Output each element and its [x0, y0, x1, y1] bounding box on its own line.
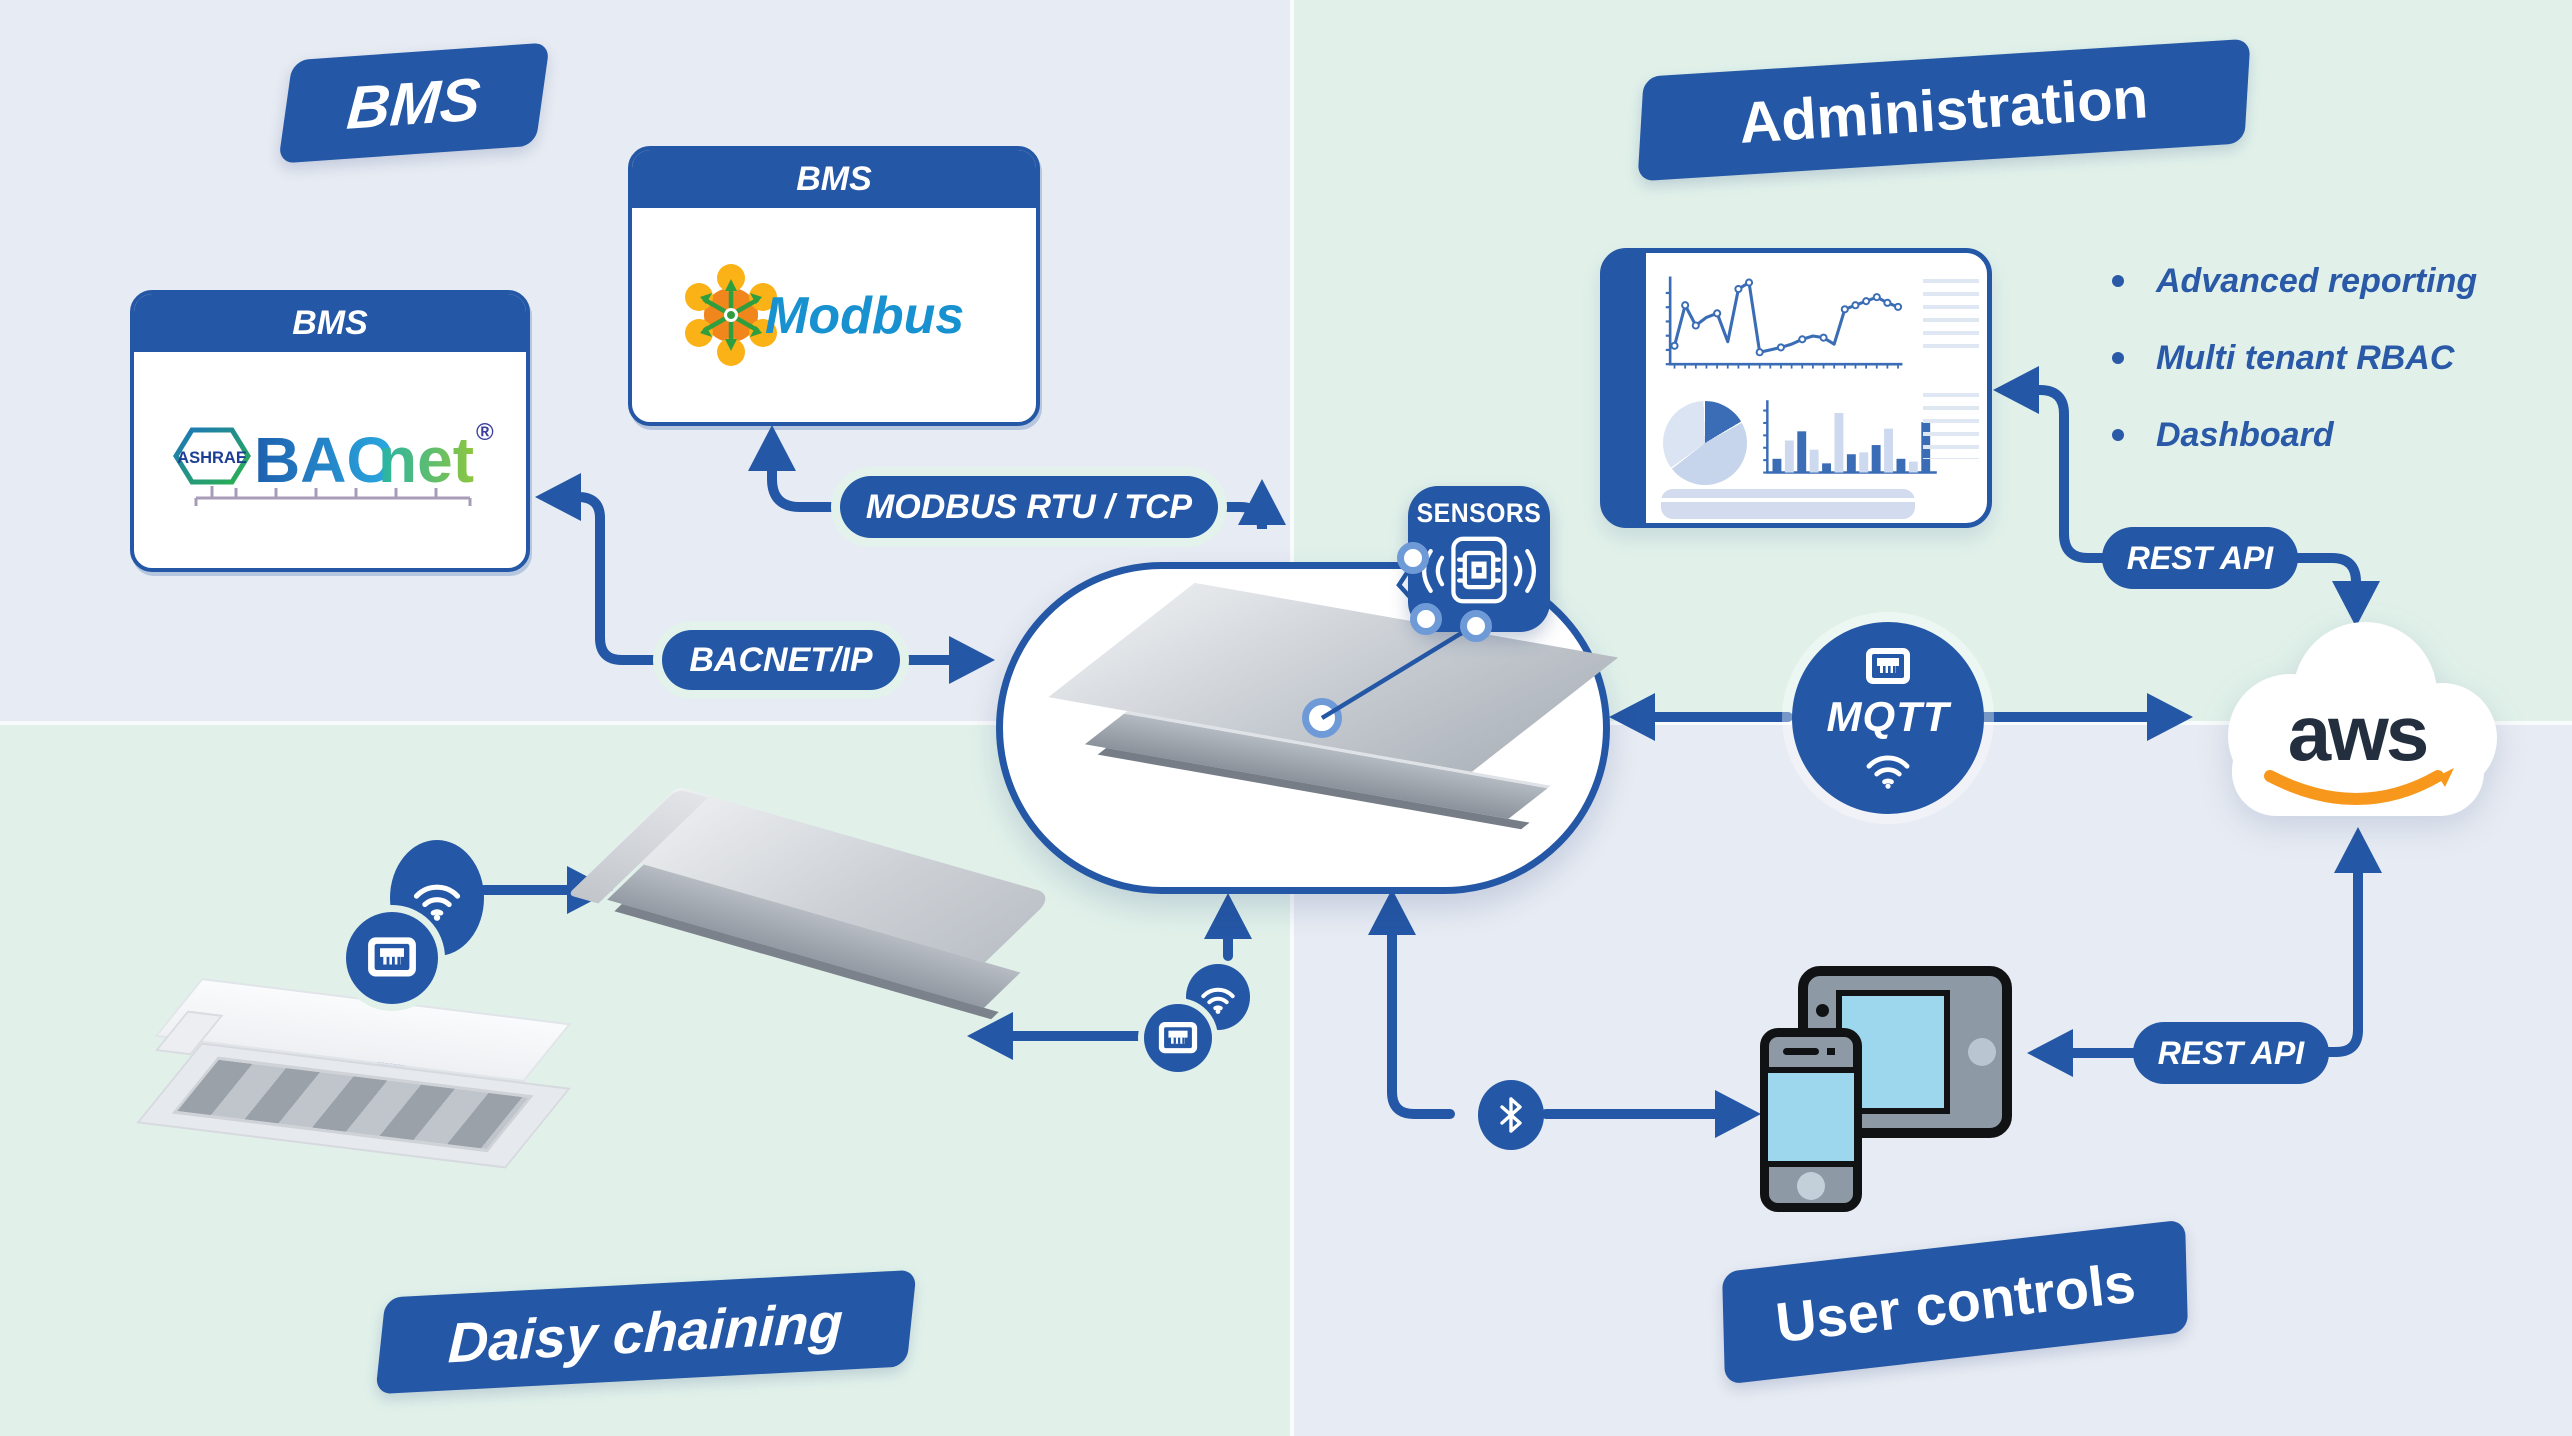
tablet-home-button	[1968, 1038, 1996, 1066]
aws-smile-arrow-tip	[2438, 768, 2454, 787]
sensor-chip-icon	[1421, 536, 1537, 604]
user-controls-banner-label: User controls	[1772, 1250, 2138, 1354]
sensor-callout-node	[1302, 698, 1342, 738]
dashboard-pie-chart	[1663, 401, 1747, 485]
bullet-dot	[2112, 352, 2124, 364]
dashboard-line-chart	[1665, 276, 1903, 369]
rest-api-pill-bottom: REST API	[2133, 1022, 2329, 1084]
bullet-dashboard: Dashboard	[2112, 416, 2477, 455]
ethernet-icon	[368, 937, 416, 977]
phone-home-button	[1797, 1172, 1825, 1200]
sensor-node-2	[1410, 603, 1442, 635]
aws-logo-text: aws	[2288, 689, 2427, 777]
ethernet-node-1	[346, 912, 438, 1004]
bacnet-card-header: BMS	[134, 294, 526, 352]
phone-device	[1760, 1028, 1862, 1212]
administration-banner-label: Administration	[1737, 64, 2151, 156]
bluetooth-icon	[1500, 1097, 1522, 1133]
dashboard-text-placeholder-1	[1923, 279, 1979, 355]
phone-camera-dot	[1827, 1048, 1835, 1055]
arrow-bacnet-pill-to-bacnet-card	[534, 473, 669, 665]
svg-text:®: ®	[476, 419, 494, 446]
svg-text:net: net	[378, 424, 474, 496]
bullet-dot	[2112, 429, 2124, 441]
tablet-camera-dot	[1816, 1004, 1829, 1017]
arrow-restapi-to-aws	[2293, 553, 2381, 628]
bullet-advanced-reporting: Advanced reporting	[2112, 262, 2477, 301]
sensor-node-3	[1460, 610, 1492, 642]
bacnet-ip-pill: BACNET/IP	[662, 630, 900, 690]
ethernet-icon	[1158, 1021, 1198, 1053]
wifi-icon	[413, 884, 461, 921]
dashboard-text-placeholder-2	[1923, 393, 1979, 459]
mqtt-wifi-icon	[1866, 755, 1910, 789]
modbus-card: BMS	[628, 146, 1040, 426]
bullet-dot	[2112, 275, 2124, 287]
bacnet-card-body: ASHRAE BAC net ®	[134, 352, 526, 568]
ethernet-node-2	[1144, 1004, 1212, 1072]
dashboard-table-placeholder	[1661, 489, 1915, 519]
dashboard-card	[1600, 248, 1992, 528]
arrow-restapi-bottom-to-aws	[2324, 826, 2382, 1057]
phone-screen	[1768, 1067, 1854, 1167]
bullet-multi-tenant-rbac: Multi tenant RBAC	[2112, 339, 2477, 378]
wifi-icon	[1201, 987, 1235, 1014]
daisy-chaining-banner-label: Daisy chaining	[447, 1290, 845, 1374]
administration-bullets: Advanced reporting Multi tenant RBAC Das…	[2112, 262, 2477, 493]
dashboard-spine	[1604, 252, 1646, 524]
arrow-modbus-pill-to-modbus-card	[747, 424, 845, 512]
modbus-rtu-tcp-pill: MODBUS RTU / TCP	[840, 476, 1218, 538]
rest-api-pill-top: REST API	[2102, 527, 2298, 589]
mqtt-node: MQTT	[1792, 622, 1984, 814]
bluetooth-node	[1478, 1080, 1544, 1150]
modbus-logo: Modbus	[685, 264, 964, 366]
mqtt-ethernet-icon	[1866, 648, 1910, 684]
arrow-restapi-to-dashboard	[1992, 366, 2107, 563]
sensor-node-1	[1397, 542, 1429, 574]
arrow-modbus-pill-to-device	[1211, 478, 1286, 530]
aws-cloud: aws	[2228, 622, 2497, 816]
phone-speaker	[1783, 1048, 1819, 1055]
sensors-badge-label: SENSORS	[1416, 498, 1542, 528]
svg-text:Modbus: Modbus	[765, 287, 964, 345]
bacnet-logo: ASHRAE BAC net ®	[173, 419, 494, 506]
mqtt-label: MQTT	[1826, 693, 1950, 740]
modbus-card-header: BMS	[632, 150, 1036, 208]
aws-smile-icon	[2264, 770, 2444, 805]
svg-text:ASHRAE: ASHRAE	[177, 449, 247, 467]
modbus-card-body: Modbus	[632, 208, 1036, 422]
svg-text:BAC: BAC	[254, 424, 393, 496]
arrow-bluetooth-to-device	[1367, 888, 1455, 1119]
section-banner-bms: BMS	[278, 42, 550, 164]
dashboard-bar-chart	[1763, 400, 1937, 474]
bacnet-card: BMS ASHRAE BAC net ®	[130, 290, 530, 572]
bms-banner-label: BMS	[345, 64, 483, 142]
